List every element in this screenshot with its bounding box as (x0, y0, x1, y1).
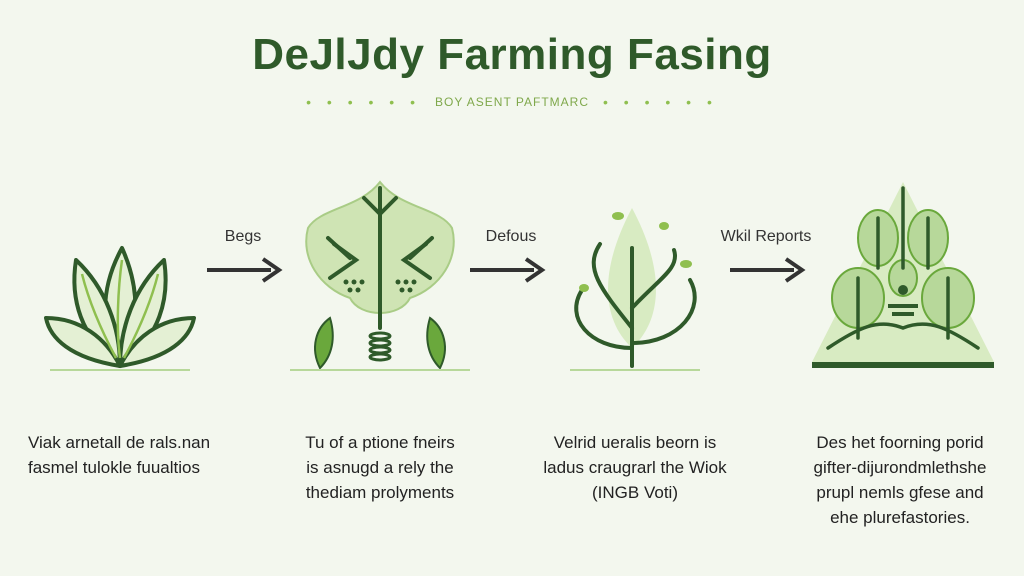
stage-1-description: Viak arnetall de rals.nan fasmel tulokle… (28, 430, 248, 480)
stage-2-line-1: Tu of a ptione fneirs (305, 433, 455, 452)
stage-3-line-3: (INGB Voti) (592, 483, 678, 502)
arrow-label-2: Defous (485, 228, 537, 245)
arrow-right-icon (205, 255, 285, 290)
stage-4-line-2: gifter-dijurondmlethshe (813, 458, 987, 477)
leaf-cluster-icon (40, 178, 200, 378)
stage-3-description: Velrid ueralis beorn is ladus craugrarl … (525, 430, 745, 505)
decorative-dots-left: • • • • • • (306, 94, 421, 110)
arrow-right-icon (468, 255, 548, 290)
arrow-label-3: Wkil Reports (720, 228, 812, 245)
arrow-label-1: Begs (224, 228, 262, 245)
stage-4-line-3: prupl nemls gfese and (816, 483, 984, 502)
stage-1-line-2: fasmel tulokle fuualtios (28, 458, 200, 477)
subtitle-row: • • • • • • BOY ASENT PAFTMARC • • • • •… (0, 94, 1024, 110)
page-subtitle: BOY ASENT PAFTMARC (434, 95, 590, 109)
stage-1-line-1: Viak arnetall de rals.nan (28, 433, 211, 452)
stage-4-line-4: ehe plurefastories. (830, 508, 970, 527)
page-title: DeJlJdy Farming Fasing (252, 30, 772, 79)
stage-3-line-2: ladus craugrarl the Wiok (543, 458, 727, 477)
stage-3-line-1: Velrid ueralis beorn is (553, 433, 717, 452)
plant-spine-icon (290, 178, 470, 378)
stage-4-line-1: Des het foorning porid (816, 433, 984, 452)
stage-4-description: Des het foorning porid gifter-dijurondml… (790, 430, 1010, 530)
arrow-right-icon (728, 255, 808, 290)
stage-2-line-3: thediam prolyments (305, 483, 455, 502)
sapling-tree-icon (560, 178, 710, 378)
stage-2-description: Tu of a ptione fneirs is asnugd a rely t… (270, 430, 490, 505)
stage-2-line-2: is asnugd a rely the (306, 458, 454, 477)
decorative-dots-right: • • • • • • (603, 94, 718, 110)
forest-pyramid-icon (808, 178, 998, 378)
